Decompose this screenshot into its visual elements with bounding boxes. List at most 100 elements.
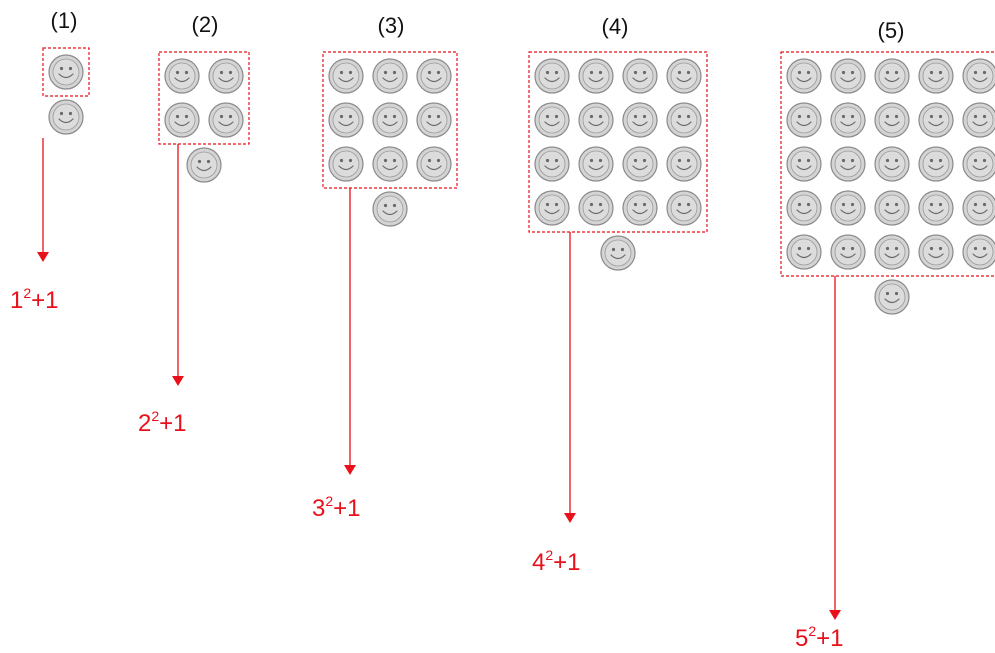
extra-smiley-face-icon bbox=[186, 147, 222, 183]
figure-2: (2) 22+1 bbox=[138, 12, 250, 437]
smiley-face-icon bbox=[578, 102, 614, 138]
smiley-face-icon bbox=[962, 234, 995, 270]
smiley-face-icon bbox=[874, 58, 910, 94]
formula-exponent: 2 bbox=[545, 547, 553, 563]
smiley-face-icon bbox=[918, 58, 954, 94]
figure-5: (5) 52+1 bbox=[780, 18, 995, 652]
arrow-head-icon bbox=[829, 610, 841, 620]
smiley-face-icon bbox=[328, 58, 364, 94]
smiley-face-icon bbox=[416, 58, 452, 94]
smiley-face-icon bbox=[578, 190, 614, 226]
smiley-face-icon bbox=[830, 102, 866, 138]
smiley-face-icon bbox=[830, 190, 866, 226]
smiley-face-icon bbox=[416, 102, 452, 138]
arrow-head-icon bbox=[172, 376, 184, 386]
formula-base: 3 bbox=[312, 495, 325, 522]
smiley-face-icon bbox=[208, 102, 244, 138]
square-grid-box bbox=[528, 51, 708, 233]
square-grid-box bbox=[42, 47, 90, 97]
smiley-face-icon bbox=[534, 58, 570, 94]
formula-label: 52+1 bbox=[795, 623, 844, 652]
figure-label: (3) bbox=[378, 13, 405, 38]
smiley-face-icon bbox=[830, 234, 866, 270]
formula-label: 42+1 bbox=[532, 547, 581, 576]
extra-smiley-face-icon bbox=[600, 235, 636, 271]
formula-label: 32+1 bbox=[312, 493, 361, 522]
formula-tail: +1 bbox=[816, 625, 843, 652]
smiley-face-icon bbox=[874, 146, 910, 182]
extra-smiley-face-icon bbox=[874, 279, 910, 315]
formula-exponent: 2 bbox=[23, 285, 31, 301]
extra-smiley-face-icon bbox=[372, 191, 408, 227]
figure-3: (3) 32+1 bbox=[312, 13, 458, 522]
formula-tail: +1 bbox=[553, 549, 580, 576]
smiley-face-icon bbox=[918, 234, 954, 270]
smiley-face-icon bbox=[534, 190, 570, 226]
smiley-face-icon bbox=[874, 234, 910, 270]
square-grid-box bbox=[322, 51, 458, 189]
smiley-face-icon bbox=[786, 58, 822, 94]
smiley-face-icon bbox=[786, 146, 822, 182]
smiley-face-icon bbox=[328, 102, 364, 138]
arrow-head-icon bbox=[564, 513, 576, 523]
smiley-face-icon bbox=[622, 102, 658, 138]
smiley-face-icon bbox=[416, 146, 452, 182]
formula-base: 5 bbox=[795, 625, 808, 652]
arrow-head-icon bbox=[37, 252, 49, 262]
figure-label: (1) bbox=[51, 8, 78, 33]
smiley-face-icon bbox=[328, 146, 364, 182]
smiley-face-icon bbox=[666, 58, 702, 94]
figure-4: (4) 42+1 bbox=[528, 14, 708, 576]
formula-tail: +1 bbox=[31, 287, 58, 314]
smiley-face-icon bbox=[666, 102, 702, 138]
formula-base: 4 bbox=[532, 549, 545, 576]
smiley-face-icon bbox=[962, 102, 995, 138]
smiley-face-icon bbox=[918, 190, 954, 226]
formula-label: 12+1 bbox=[10, 285, 59, 314]
smiley-face-icon bbox=[786, 234, 822, 270]
smiley-face-icon bbox=[622, 58, 658, 94]
square-grid-box bbox=[780, 51, 995, 277]
smiley-face-icon bbox=[830, 58, 866, 94]
smiley-face-icon bbox=[534, 102, 570, 138]
formula-exponent: 2 bbox=[325, 493, 333, 509]
smiley-face-icon bbox=[622, 190, 658, 226]
smiley-face-icon bbox=[962, 190, 995, 226]
smiley-face-icon bbox=[874, 190, 910, 226]
figure-1: (1) 12+1 bbox=[10, 8, 90, 314]
smiley-face-icon bbox=[208, 58, 244, 94]
smiley-face-icon bbox=[918, 102, 954, 138]
smiley-face-icon bbox=[372, 146, 408, 182]
smiley-face-icon bbox=[622, 146, 658, 182]
smiley-face-icon bbox=[918, 146, 954, 182]
smiley-face-icon bbox=[164, 102, 200, 138]
smiley-face-icon bbox=[666, 190, 702, 226]
smiley-face-icon bbox=[372, 102, 408, 138]
figure-label: (5) bbox=[878, 18, 905, 43]
smiley-face-icon bbox=[830, 146, 866, 182]
smiley-face-icon bbox=[534, 146, 570, 182]
smiley-face-icon bbox=[962, 146, 995, 182]
figure-label: (4) bbox=[602, 14, 629, 39]
extra-smiley-face-icon bbox=[48, 99, 84, 135]
smiley-face-icon bbox=[48, 54, 84, 90]
smiley-face-icon bbox=[578, 146, 614, 182]
figure-label: (2) bbox=[192, 12, 219, 37]
smiley-face-icon bbox=[786, 102, 822, 138]
smiley-face-icon bbox=[578, 58, 614, 94]
smiley-face-icon bbox=[786, 190, 822, 226]
smiley-face-icon bbox=[962, 58, 995, 94]
formula-tail: +1 bbox=[333, 495, 360, 522]
formula-base: 2 bbox=[138, 410, 151, 437]
smiley-face-icon bbox=[372, 58, 408, 94]
arrow-head-icon bbox=[344, 465, 356, 475]
square-grid-box bbox=[158, 51, 250, 145]
smiley-face-icon bbox=[666, 146, 702, 182]
formula-exponent: 2 bbox=[808, 623, 816, 639]
formula-label: 22+1 bbox=[138, 408, 187, 437]
smiley-face-icon bbox=[164, 58, 200, 94]
formula-exponent: 2 bbox=[151, 408, 159, 424]
formula-base: 1 bbox=[10, 287, 23, 314]
